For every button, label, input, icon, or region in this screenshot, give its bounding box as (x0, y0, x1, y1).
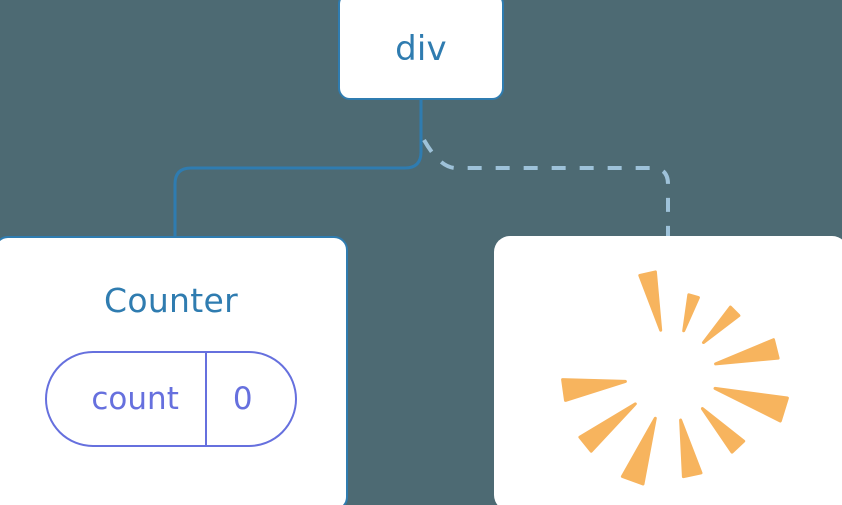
spinner-ray-7 (620, 416, 657, 485)
node-counter[interactable]: Counter count 0 (0, 236, 348, 505)
spinner-ray-2 (702, 305, 741, 344)
spinner-ray-5 (700, 406, 746, 454)
node-loading[interactable] (494, 236, 842, 505)
node-div-label: div (395, 29, 447, 69)
node-counter-label: Counter (104, 281, 238, 320)
spinner-ray-0 (638, 269, 663, 332)
node-div[interactable]: div (338, 0, 504, 100)
connector-root-to-loading (422, 139, 670, 240)
spinner-ray-9 (561, 377, 627, 402)
state-value-label: 0 (232, 380, 253, 417)
spinner-ray-3 (714, 337, 780, 365)
spinner-ray-1 (682, 292, 700, 332)
spinner-ray-8 (578, 401, 637, 453)
spinner-ray-6 (679, 418, 703, 478)
state-key-label: count (47, 353, 207, 445)
connector-root-to-counter (173, 98, 423, 242)
spinner-burst-icon (541, 247, 801, 505)
spinner-ray-4 (713, 386, 789, 422)
state-pill-count[interactable]: count 0 (45, 351, 297, 447)
